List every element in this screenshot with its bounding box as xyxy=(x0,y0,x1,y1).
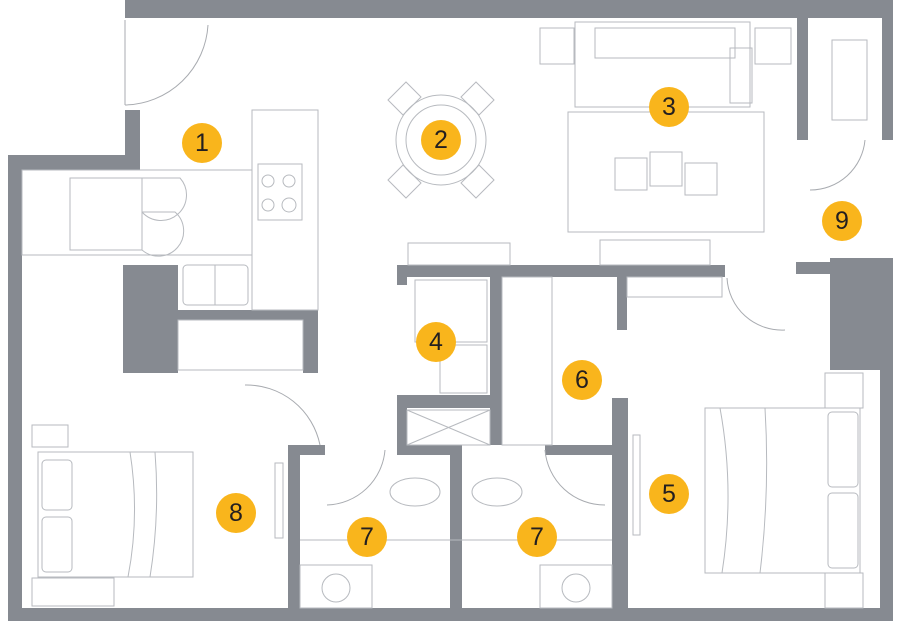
room-marker-living[interactable]: 3 xyxy=(649,87,689,127)
room-marker-bedroom-right[interactable]: 5 xyxy=(649,474,689,514)
room-marker-bathroom-left[interactable]: 7 xyxy=(347,517,387,557)
room-marker-hallway[interactable]: 6 xyxy=(562,360,602,400)
room-marker-dining[interactable]: 2 xyxy=(421,120,461,160)
fixtures xyxy=(21,20,868,609)
room-marker-kitchen[interactable]: 1 xyxy=(182,123,222,163)
walls xyxy=(8,0,893,621)
room-marker-laundry[interactable]: 4 xyxy=(416,322,456,362)
room-marker-bathroom-right[interactable]: 7 xyxy=(517,517,557,557)
room-marker-bedroom-left[interactable]: 8 xyxy=(216,493,256,533)
room-marker-balcony[interactable]: 9 xyxy=(822,201,862,241)
